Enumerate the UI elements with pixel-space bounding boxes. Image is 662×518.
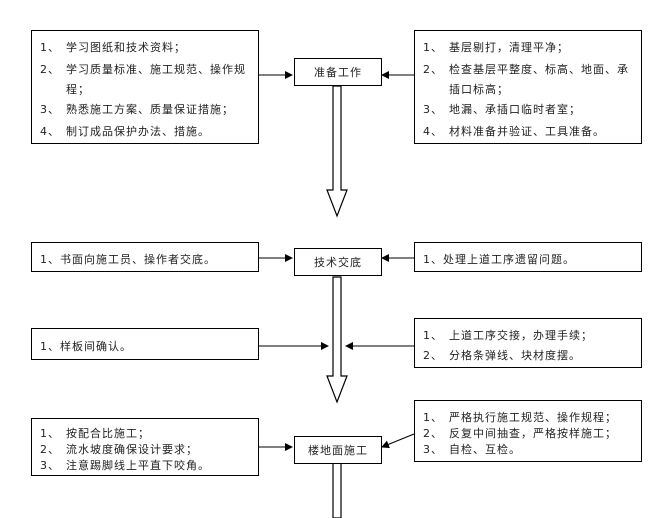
list-item: 1、基层剔打，清理平净； <box>423 41 569 54</box>
list-item: 4、材料准备并验证、工具准备。 <box>423 125 605 138</box>
list-item: 3、地漏、承插口临时者室； <box>423 103 581 116</box>
prep-right-box: 1、基层剔打，清理平净； 2、检查基层平整度、标高、地面、承 插口标高； 3、地… <box>414 30 642 144</box>
down-arrow-2 <box>326 276 348 404</box>
arrow-right-to-construction <box>381 433 415 449</box>
disclosure-left-box: 1、书面向施工员、操作者交底。 <box>31 242 259 272</box>
list-item: 4、制订成品保护办法、措施。 <box>40 125 210 138</box>
handover-box: 1、上道工序交接，办理手续； 2、分格条弹线、块材度摆。 <box>414 318 642 368</box>
list-item: 2、流水坡度确保设计要求； <box>40 443 198 456</box>
disclosure-right-box: 1、处理上道工序遗留问题。 <box>414 242 642 272</box>
step-title: 楼地面施工 <box>308 444 368 457</box>
step-disclosure-box: 技术交底 <box>294 248 382 276</box>
list-item: 1、按配合比施工； <box>40 427 150 440</box>
list-item: 1、书面向施工员、操作者交底。 <box>40 253 216 266</box>
list-item: 1、处理上道工序遗留问题。 <box>423 253 575 266</box>
list-item: 2、反复中间抽查，严格按样施工； <box>423 427 617 440</box>
list-item: 2、学习质量标准、施工规范、操作规 <box>40 63 246 76</box>
list-item: 2、检查基层平整度、标高、地面、承 <box>423 63 629 76</box>
down-arrow-3 <box>332 459 342 518</box>
list-item: 3、熟悉施工方案、质量保证措施； <box>40 103 234 116</box>
prep-left-box: 1、学习图纸和技术资料； 2、学习质量标准、施工规范、操作规 程； 3、熟悉施工… <box>31 30 259 144</box>
list-item: 3、自检、互检。 <box>423 443 521 456</box>
list-item: 1、严格执行施工规范、操作规程； <box>423 411 617 424</box>
list-item: 程； <box>66 83 90 96</box>
list-item: 2、分格条弹线、块材度摆。 <box>423 349 581 362</box>
construction-left-box: 1、按配合比施工； 2、流水坡度确保设计要求； 3、注意踢脚线上平直下咬角。 <box>31 418 259 476</box>
list-item: 1、上道工序交接，办理手续； <box>423 329 593 342</box>
step-prep-box: 准备工作 <box>294 58 382 86</box>
list-item: 1、样板间确认。 <box>40 340 132 353</box>
list-item: 1、学习图纸和技术资料； <box>40 41 186 54</box>
down-arrow-1 <box>326 85 348 218</box>
template-confirm-box: 1、样板间确认。 <box>31 328 259 360</box>
construction-right-box: 1、严格执行施工规范、操作规程； 2、反复中间抽查，严格按样施工； 3、自检、互… <box>414 400 642 462</box>
step-title: 技术交底 <box>314 256 362 269</box>
list-item: 3、注意踢脚线上平直下咬角。 <box>40 459 210 472</box>
step-construction-box: 楼地面施工 <box>294 436 382 464</box>
list-item: 插口标高； <box>449 83 509 96</box>
step-title: 准备工作 <box>314 66 362 79</box>
